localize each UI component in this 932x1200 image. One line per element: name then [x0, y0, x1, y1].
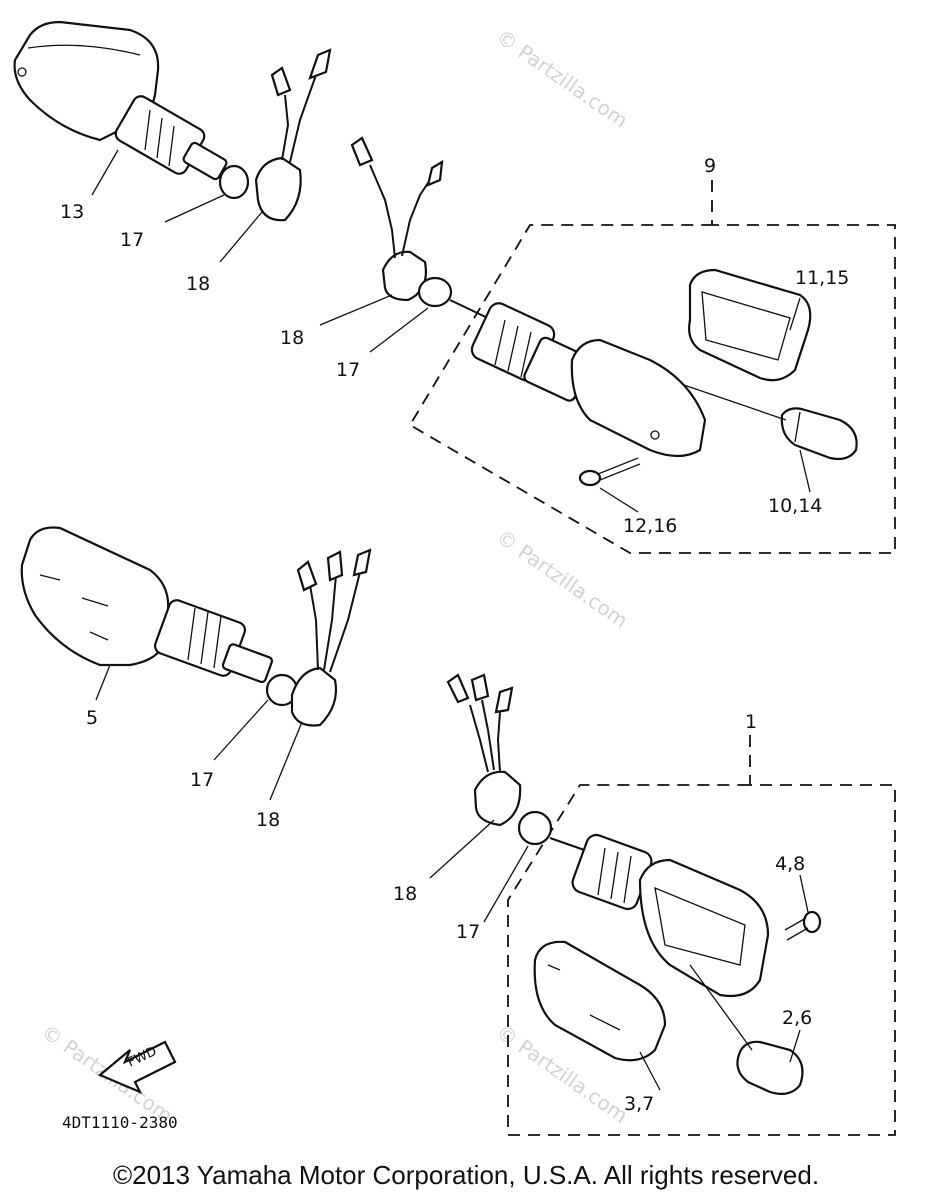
callout-9: 9 [704, 155, 716, 177]
callout-17: 17 [336, 359, 360, 381]
callout-5: 5 [86, 707, 98, 729]
callout-17: 17 [456, 921, 480, 943]
flasher-assembly-1 [446, 673, 822, 1095]
callout-3-7: 3,7 [624, 1093, 654, 1115]
callout-18: 18 [186, 273, 210, 295]
callout-18: 18 [393, 883, 417, 905]
callout-4-8: 4,8 [775, 853, 805, 875]
diagram-code: 4DT1110-2380 [62, 1113, 178, 1132]
callout-2-6: 2,6 [782, 1007, 812, 1029]
callout-11-15: 11,15 [795, 267, 849, 289]
callout-17: 17 [120, 229, 144, 251]
callout-13: 13 [60, 201, 84, 223]
watermark: © Partzilla.com [492, 524, 632, 632]
copyright-notice: ©2013 Yamaha Motor Corporation, U.S.A. A… [112, 1160, 820, 1190]
callout-17: 17 [190, 769, 214, 791]
watermark: © Partzilla.com [492, 24, 632, 132]
assembly-box-1 [507, 735, 896, 1136]
assembly-box-9 [408, 180, 896, 554]
callout-12-16: 12,16 [623, 515, 677, 537]
callout-10-14: 10,14 [768, 495, 822, 517]
flasher-assembly-9 [350, 136, 858, 487]
callout-18: 18 [280, 327, 304, 349]
callout-1: 1 [745, 711, 757, 733]
flasher-assembly-13 [13, 20, 332, 222]
flasher-assembly-5 [20, 526, 372, 727]
callout-18: 18 [256, 809, 280, 831]
